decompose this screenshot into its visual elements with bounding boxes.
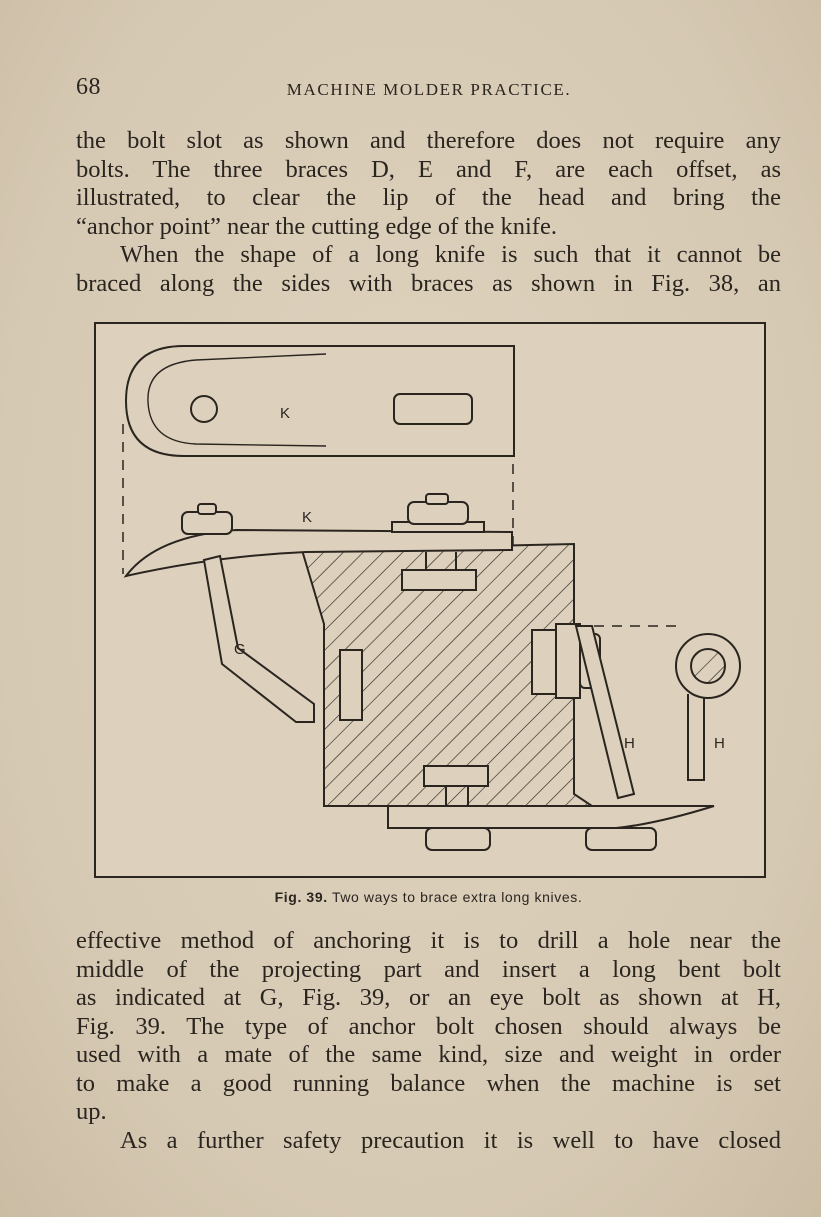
text-line: Fig. 39. The type of anchor bolt chosen … xyxy=(76,1012,781,1040)
text-line: up. xyxy=(76,1098,107,1125)
text-line: illustrated, to clear the lip of the hea… xyxy=(76,184,781,211)
text-line: As a further safety precaution it is wel… xyxy=(120,1127,781,1154)
text-line: the bolt slot as shown and therefore doe… xyxy=(76,127,781,154)
text-line: used with a mate of the same kind, size … xyxy=(76,1041,781,1068)
text-line: bolts. The three braces D, E and F, are … xyxy=(76,155,781,183)
label-k-elevation: K xyxy=(302,509,312,526)
text-line: “anchor point” near the cutting edge of … xyxy=(76,212,557,240)
text-line: to make a good running balance when the … xyxy=(76,1069,781,1097)
text-line: as indicated at G, Fig. 39, or an eye bo… xyxy=(76,984,781,1011)
figure-caption: Fig. 39. Two ways to brace extra long kn… xyxy=(76,889,781,905)
figure-caption-text: Two ways to brace extra long knives. xyxy=(331,889,583,905)
paragraph-continued: the bolt slot as shown and therefore doe… xyxy=(76,127,781,241)
paragraph-safety: As a further safety precaution it is wel… xyxy=(76,1127,781,1156)
label-g: G xyxy=(234,641,246,658)
text-line: middle of the projecting part and insert… xyxy=(76,955,781,983)
figure-39: K K G H H xyxy=(94,322,766,878)
text-line: braced along the sides with braces as sh… xyxy=(76,269,781,297)
eye-bolt-h xyxy=(531,623,741,800)
page-header: 68 MACHINE MOLDER PRACTICE. xyxy=(76,74,782,104)
running-title: MACHINE MOLDER PRACTICE. xyxy=(286,80,572,99)
projection-lines xyxy=(122,424,676,627)
label-k-plan: K xyxy=(280,405,290,422)
bent-bolt-g xyxy=(202,554,363,723)
knife-bottom xyxy=(387,765,715,851)
bolt-slot xyxy=(393,393,473,425)
label-h-left: H xyxy=(624,735,635,752)
knife-k-elevation xyxy=(123,493,513,591)
knife-k-plan-view xyxy=(124,345,515,457)
bolt-hole xyxy=(190,395,218,423)
text-line: When the shape of a long knife is such t… xyxy=(120,241,781,268)
paragraph-anchoring: effective method of anchoring it is to d… xyxy=(76,927,781,1127)
paragraph-long-knife: When the shape of a long knife is such t… xyxy=(76,241,781,298)
page-number: 68 xyxy=(76,74,101,100)
knife-bracing-illustration: K K G H H xyxy=(122,345,741,851)
text-line: effective method of anchoring it is to d… xyxy=(76,927,781,954)
figure-number: Fig. 39. xyxy=(274,889,328,905)
label-h-right: H xyxy=(714,735,725,752)
